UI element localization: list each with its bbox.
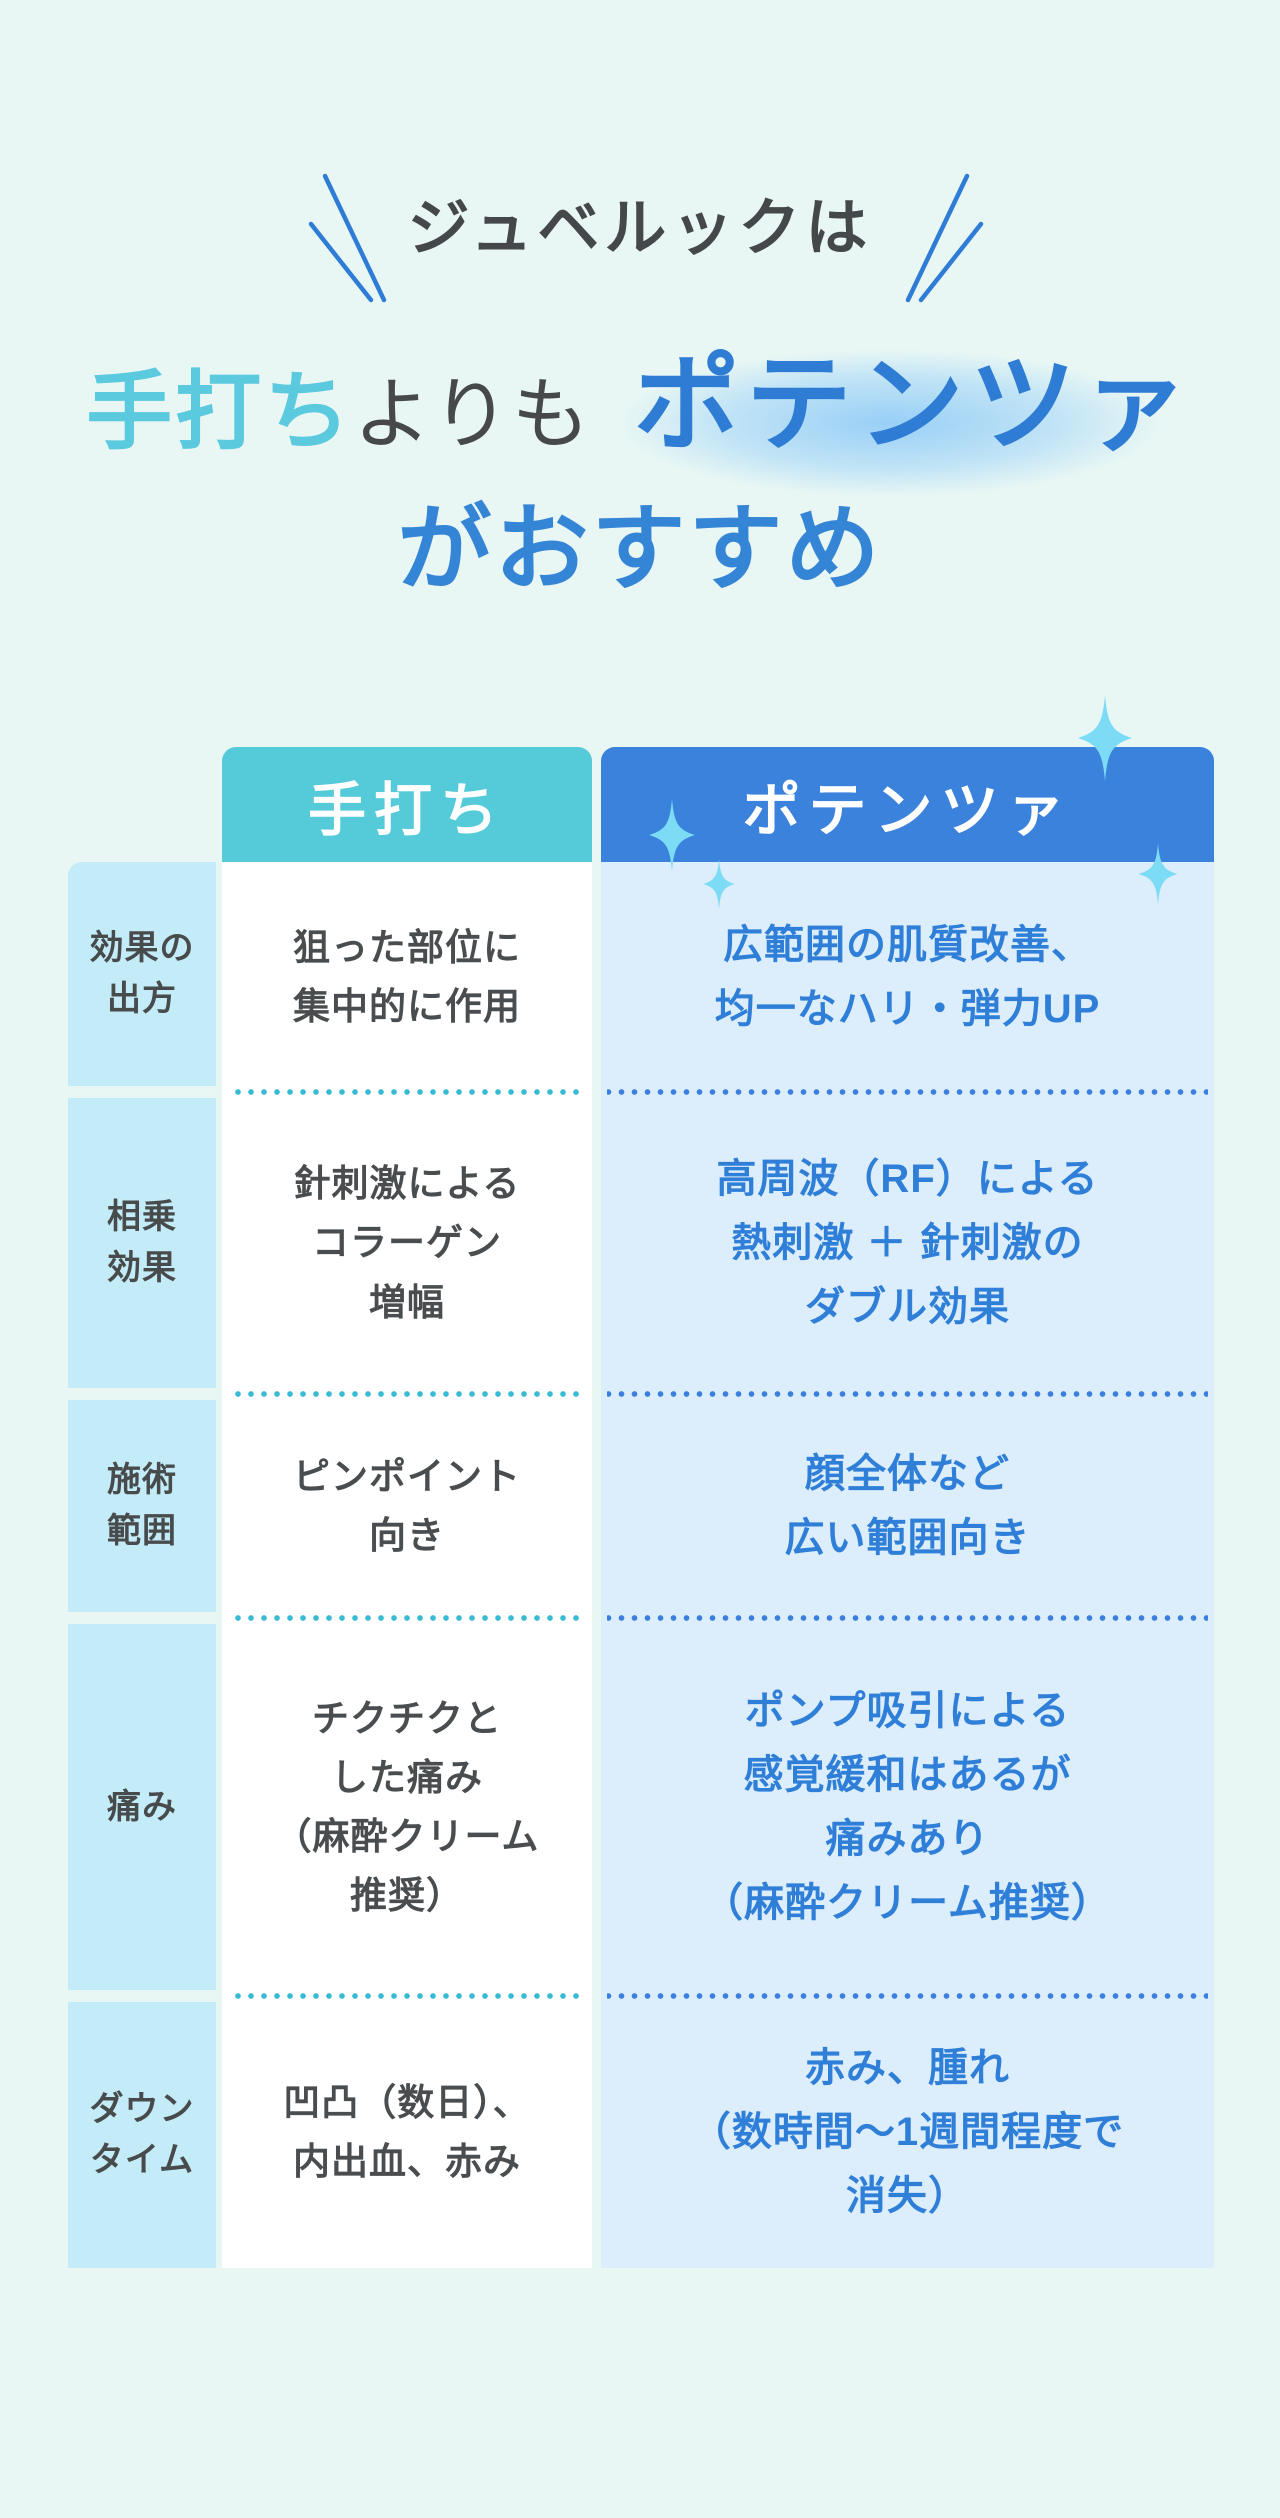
cell-text: 高周波（RF）による 熱刺激 ＋ 針刺激の ダブル効果 [716,1157,1099,1329]
table-cell: 高周波（RF）による 熱刺激 ＋ 針刺激の ダブル効果 [601,1092,1214,1397]
table-cell: 赤み、腫れ （数時間〜1週間程度で 消失） [601,1996,1214,2268]
potenza-glow-decoration [540,328,1240,518]
cell-text: 狙った部位に 集中的に作用 [293,926,521,1027]
row-label-effect: 効果の 出方 [68,862,216,1086]
sparkle-icon [703,859,735,909]
table-cell: チクチクと した痛み （麻酔クリーム 推奨） [222,1618,592,1999]
row-label-downtime: ダウン タイム [68,2002,216,2268]
cell-text: ポンプ吸引による 感覚緩和はあるが 痛みあり （麻酔クリーム推奨） [703,1689,1112,1925]
column-tebuchi: 狙った部位に 集中的に作用 針刺激による コラーゲン 増幅 ピンポイント 向き … [222,862,592,2268]
cell-text: 顔全体など 広い範囲向き [784,1452,1031,1560]
column-header-potenza: ポテンツァ [601,747,1214,862]
table-cell: 広範囲の肌質改善、 均一なハリ・弾力UP [601,862,1214,1095]
cell-text: 広範囲の肌質改善、 均一なハリ・弾力UP [714,923,1101,1031]
sparkle-icon [1138,843,1178,905]
cell-text: 赤み、腫れ （数時間〜1週間程度で 消失） [690,2046,1125,2218]
title-word-tebuchi: 手打ち [86,361,354,462]
table-cell: 針刺激による コラーゲン 増幅 [222,1092,592,1397]
cell-text: 針刺激による コラーゲン 増幅 [293,1163,521,1323]
title-word-potenza: ポテンツァ [633,341,1194,466]
table-cell: 凹凸（数日）、 内出血、赤み [222,1996,592,2268]
cell-text: ピンポイント 向き [293,1455,521,1556]
cell-text: チクチクと した痛み （麻酔クリーム 推奨） [274,1697,540,1917]
sparkle-icon [1077,694,1133,782]
page-title-top: ジュベルックは [407,191,873,264]
page-title-main: 手打ち よりも ポテンツァ [0,318,1280,488]
column-potenza: 広範囲の肌質改善、 均一なハリ・弾力UP 高周波（RF）による 熱刺激 ＋ 針刺… [601,862,1214,2268]
table-cell: ポンプ吸引による 感覚緩和はあるが 痛みあり （麻酔クリーム推奨） [601,1618,1214,1999]
row-label-synergy: 相乗 効果 [68,1098,216,1388]
row-label-area: 施術 範囲 [68,1400,216,1612]
row-label-pain: 痛み [68,1624,216,1990]
emphasis-slashes-icon [308,173,984,303]
table-cell: 顔全体など 広い範囲向き [601,1394,1214,1621]
table-cell: 狙った部位に 集中的に作用 [222,862,592,1095]
sparkle-icon [649,798,695,872]
cell-text: 凹凸（数日）、 内出血、赤み [283,2081,531,2182]
column-header-tebuchi: 手打ち [222,747,592,862]
table-cell: ピンポイント 向き [222,1394,592,1621]
